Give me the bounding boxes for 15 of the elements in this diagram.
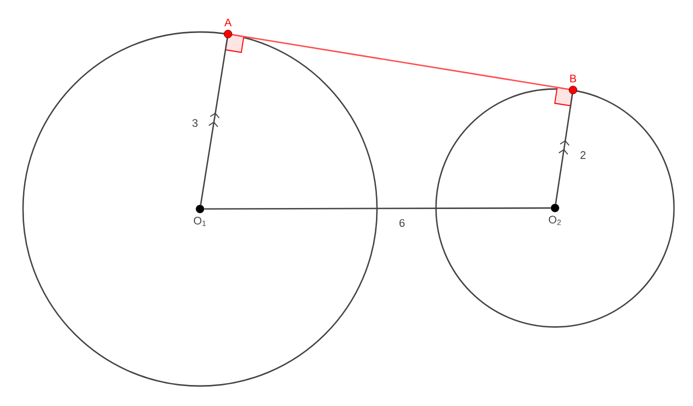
point: A <box>224 18 232 38</box>
point: O$_{1}$ <box>194 204 206 226</box>
node-label: A <box>224 18 232 26</box>
point: O$_{2}$ <box>548 204 561 226</box>
node-label: B <box>570 74 576 82</box>
node-label: O$_{2}$ <box>548 216 561 226</box>
edge-label: 3 <box>192 119 198 127</box>
point: B <box>568 74 578 94</box>
edge-label: 2 <box>580 151 586 159</box>
edge-label: 6 <box>400 219 405 227</box>
line-segment <box>232 34 569 90</box>
line-segment <box>204 207 551 210</box>
node-label: O$_{1}$ <box>194 216 206 226</box>
line-segment <box>200 38 228 205</box>
line-segment <box>554 94 574 204</box>
